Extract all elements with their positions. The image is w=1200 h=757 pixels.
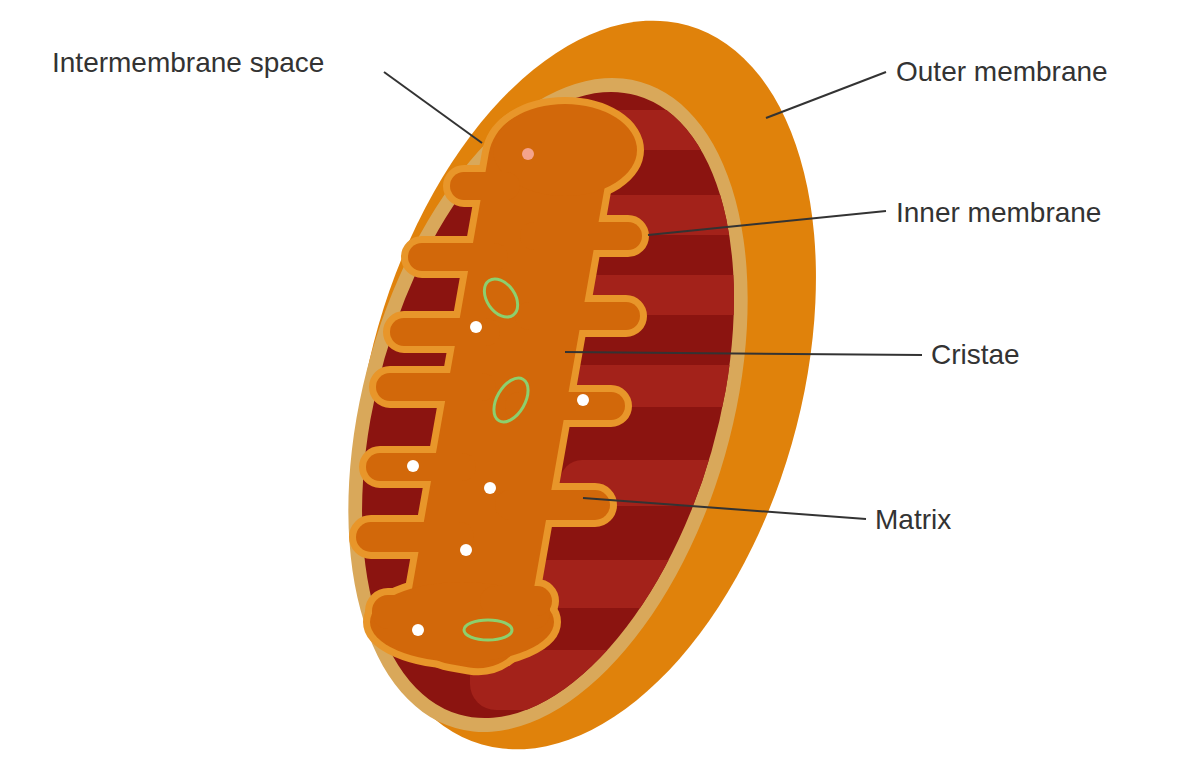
inner-membrane — [356, 104, 642, 676]
leader-lines — [384, 72, 922, 519]
outer-membrane-shell — [275, 0, 895, 757]
matrix-granules — [407, 321, 589, 636]
inner-cavity — [296, 49, 800, 757]
matrix-label: Matrix — [875, 503, 951, 537]
membrane-rim — [279, 31, 818, 757]
intermembrane-space-label: Intermembrane space — [52, 46, 324, 80]
dna-loops — [464, 273, 535, 640]
cristae-label: Cristae — [931, 338, 1020, 372]
matrix — [356, 104, 642, 676]
granule — [522, 148, 534, 160]
inner-membrane-label: Inner membrane — [896, 196, 1101, 230]
outer-membrane-label: Outer membrane — [896, 55, 1108, 89]
